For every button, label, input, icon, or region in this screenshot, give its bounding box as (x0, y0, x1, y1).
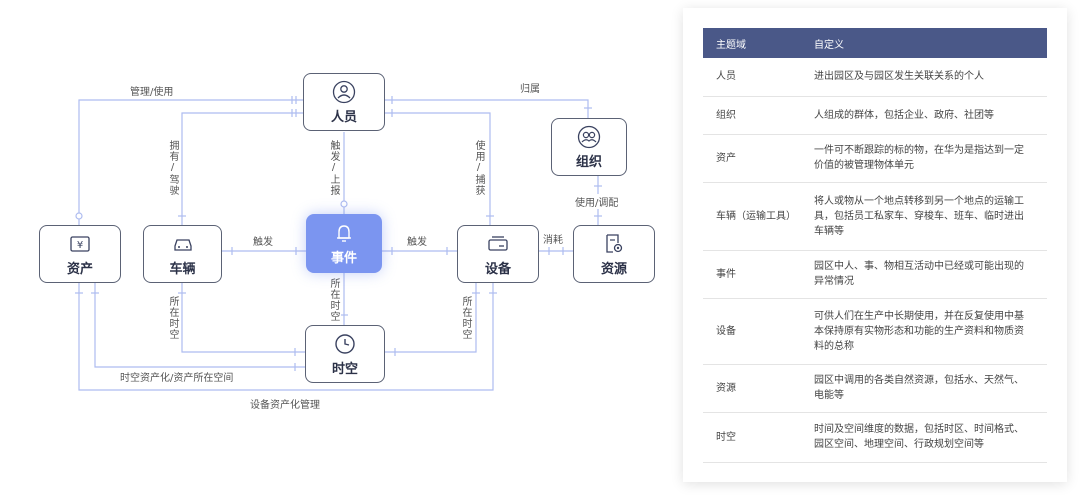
table-row: 人员 进出园区及与园区发生关联关系的个人 (703, 58, 1047, 97)
table-row: 组织 人组成的群体，包括企业、政府、社团等 (703, 96, 1047, 135)
header-definition: 自定义 (813, 28, 1047, 58)
table-row: 时空 时间及空间维度的数据，包括时区、时间格式、园区空间、地理空间、行政规划空间… (703, 412, 1047, 463)
node-asset: ¥ 资产 (39, 225, 121, 283)
cell-domain: 资源 (703, 364, 813, 413)
node-event: 事件 (306, 214, 382, 273)
node-device: 设备 (457, 225, 539, 283)
device-icon (488, 235, 508, 251)
cell-definition: 时间及空间维度的数据，包括时区、时间格式、园区空间、地理空间、行政规划空间等 (813, 412, 1047, 463)
edge-label-own-drive: 拥有/驾驶 (165, 140, 180, 196)
table-row: 车辆（运输工具） 将人或物从一个地点转移到另一个地点的运输工具，包括员工私家车、… (703, 182, 1047, 251)
node-label-vehicle: 车辆 (169, 261, 196, 277)
node-label-resource: 资源 (600, 261, 627, 277)
node-label-asset: 资产 (66, 261, 93, 277)
edge-label-device-asset-mgmt: 设备资产化管理 (250, 396, 320, 411)
cell-definition: 园区中人、事、物相互活动中已经或可能出现的异常情况 (813, 250, 1047, 299)
edge-label-manage-use: 管理/使用 (130, 83, 174, 98)
cell-domain: 人员 (703, 58, 813, 97)
header-domain: 主题域 (703, 28, 813, 58)
edge-label-consume: 消耗 (543, 231, 563, 246)
cell-definition: 人组成的群体，包括企业、政府、社团等 (813, 96, 1047, 135)
cell-definition: 一件可不断跟踪的标的物，在华为是指达到一定价值的被管理物体单元 (813, 134, 1047, 183)
edge-label-use-capture: 使用/捕获 (471, 140, 486, 196)
cell-domain: 时空 (703, 412, 813, 463)
cell-domain: 事件 (703, 250, 813, 299)
node-label-person: 人员 (330, 109, 357, 125)
edge-label-located-left: 所在时空 (165, 296, 180, 340)
cell-domain: 车辆（运输工具） (703, 182, 813, 251)
node-vehicle: 车辆 (143, 225, 222, 283)
table-header-row: 主题域 自定义 (703, 28, 1047, 58)
table-row: 资源 园区中调用的各类自然资源，包括水、天然气、电能等 (703, 364, 1047, 413)
bell-icon (337, 225, 351, 242)
person-icon (332, 80, 356, 103)
edge-label-trigger-right: 触发 (407, 233, 427, 248)
cell-definition: 可供人们在生产中长期使用，并在反复使用中基本保持原有实物形态和功能的生产资料和物… (813, 298, 1047, 365)
asset-icon: ¥ (70, 235, 90, 252)
edge-label-use-dispatch: 使用/调配 (575, 194, 619, 209)
edge-label-trigger-left: 触发 (253, 233, 273, 248)
node-label-event: 事件 (330, 251, 357, 266)
node-spacetime: 时空 (305, 325, 385, 383)
table-row: 资产 一件可不断跟踪的标的物，在华为是指达到一定价值的被管理物体单元 (703, 134, 1047, 183)
cell-domain: 资产 (703, 134, 813, 183)
edge-label-located-mid: 所在时空 (326, 278, 341, 322)
node-person: 人员 (303, 73, 385, 131)
edge-label-located-right: 所在时空 (458, 296, 473, 340)
definition-table-card: 主题域 自定义 人员 进出园区及与园区发生关联关系的个人 组织 人组成的群体，包… (683, 8, 1067, 482)
domain-relationship-diagram: 管理/使用 归属 拥有/驾驶 触发/上报 使用/捕获 使用/调配 触发 触发 消… (39, 73, 655, 411)
svg-text:¥: ¥ (77, 240, 83, 251)
cell-definition: 进出园区及与园区发生关联关系的个人 (813, 58, 1047, 97)
edge-label-trigger-report: 触发/上报 (326, 140, 341, 196)
resource-gear-icon (606, 233, 623, 253)
car-icon (173, 238, 192, 251)
connector-lines (75, 96, 602, 391)
node-label-spacetime: 时空 (331, 361, 358, 377)
node-label-device: 设备 (484, 261, 511, 277)
clock-icon (335, 333, 355, 354)
cell-definition: 园区中调用的各类自然资源，包括水、天然气、电能等 (813, 364, 1047, 413)
cell-domain: 设备 (703, 298, 813, 365)
edge-label-belong: 归属 (520, 80, 540, 95)
definition-table: 主题域 自定义 人员 进出园区及与园区发生关联关系的个人 组织 人组成的群体，包… (703, 28, 1047, 463)
group-icon (577, 125, 601, 148)
edge-label-asset-space: 时空资产化/资产所在空间 (120, 369, 234, 384)
table-row: 设备 可供人们在生产中长期使用，并在反复使用中基本保持原有实物形态和功能的生产资… (703, 298, 1047, 365)
cell-definition: 将人或物从一个地点转移到另一个地点的运输工具，包括员工私家车、穿梭车、班车、临时… (813, 182, 1047, 251)
table-row: 事件 园区中人、事、物相互活动中已经或可能出现的异常情况 (703, 250, 1047, 299)
node-org: 组织 (551, 118, 627, 176)
cell-domain: 组织 (703, 96, 813, 135)
node-label-org: 组织 (575, 154, 602, 170)
node-resource: 资源 (573, 225, 655, 283)
